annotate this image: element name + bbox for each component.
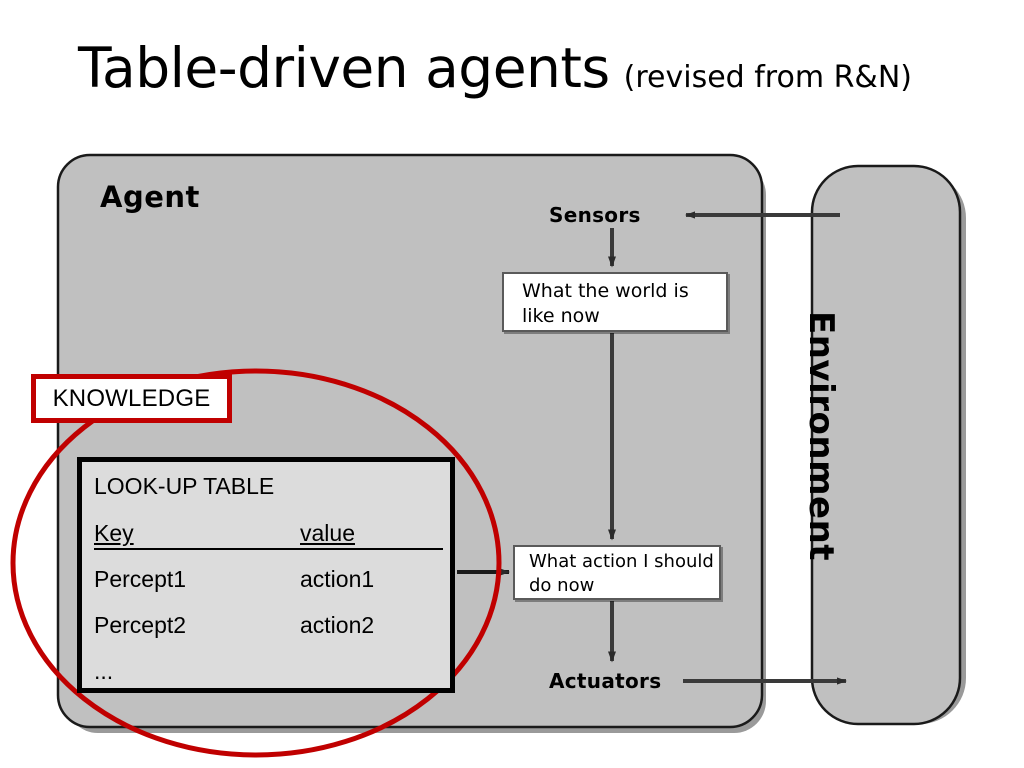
what-the-world-is-like-now-box: What the world is like now (502, 272, 728, 332)
column-header-value: value (300, 520, 355, 546)
table-cell-value: action1 (300, 566, 375, 592)
page-title-subtitle: (revised from R&N) (623, 60, 912, 95)
table-cell-value: action2 (300, 612, 375, 638)
look-up-table-title: LOOK-UP TABLE (94, 473, 275, 499)
table-cell-key: Percept2 (94, 612, 187, 638)
table-ellipsis: ... (94, 658, 114, 684)
environment-label: Environment (801, 311, 841, 562)
agent-label: Agent (100, 180, 200, 214)
environment-container (810, 164, 962, 726)
look-up-table-header-rule (94, 548, 443, 550)
table-cell-key: Percept1 (94, 566, 187, 592)
column-header-key: Key (94, 520, 134, 546)
knowledge-callout-box: KNOWLEDGE (31, 374, 232, 423)
knowledge-label: KNOWLEDGE (52, 384, 211, 412)
page-title-main: Table-driven agents (78, 36, 610, 100)
look-up-table: LOOK-UP TABLE Key value Percept1 action1… (77, 457, 455, 693)
actuators-label: Actuators (549, 669, 662, 693)
knowledge-highlight-ellipse (10, 368, 502, 758)
sensors-label: Sensors (549, 203, 641, 227)
page-title: Table-driven agents (revised from R&N) (78, 38, 912, 98)
what-action-should-do-now-box: What action I should do now (513, 545, 721, 600)
